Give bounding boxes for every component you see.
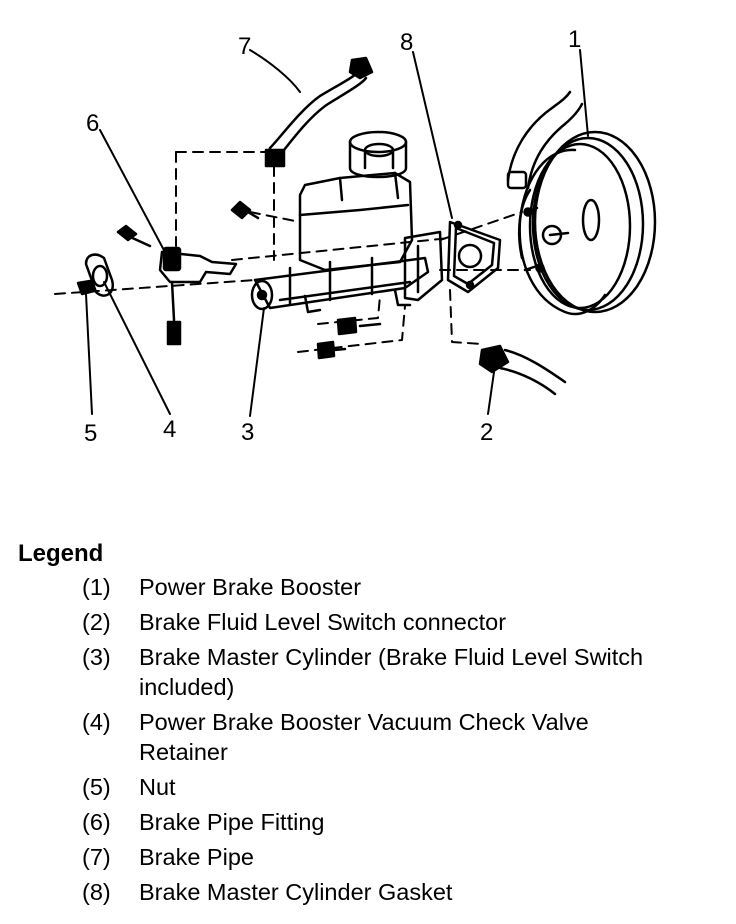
legend-text: Brake Master Cylinder (Brake Fluid Level… (139, 644, 644, 700)
legend-item: (1) Power Brake Booster (18, 572, 728, 602)
legend-item: (6) Brake Pipe Fitting (18, 807, 728, 837)
legend: Legend (1) Power Brake Booster (2) Brake… (18, 540, 728, 912)
check-valve-retainer (84, 253, 115, 297)
legend-item: (3) Brake Master Cylinder (Brake Fluid L… (18, 642, 728, 702)
legend-item: (8) Brake Master Cylinder Gasket (18, 877, 728, 907)
legend-text: Brake Pipe Fitting (139, 809, 325, 835)
legend-number: (8) (82, 879, 111, 905)
legend-text: Brake Fluid Level Switch connector (139, 609, 507, 635)
legend-item: (2) Brake Fluid Level Switch connector (18, 607, 728, 637)
legend-text: Power Brake Booster Vacuum Check Valve R… (139, 709, 589, 765)
callout-2: 2 (480, 419, 493, 446)
brake-pipe (264, 56, 374, 168)
legend-item: (7) Brake Pipe (18, 842, 728, 872)
legend-number: (6) (82, 809, 111, 835)
callout-4: 4 (163, 416, 176, 443)
legend-title: Legend (18, 540, 104, 567)
callout-3: 3 (241, 419, 254, 446)
callout-7: 7 (238, 33, 251, 60)
leader-lines (85, 49, 589, 417)
mounting-nuts (316, 316, 382, 360)
callout-6: 6 (86, 110, 99, 137)
callout-1: 1 (568, 26, 581, 53)
legend-item: (5) Nut (18, 772, 728, 802)
legend-item: (4) Power Brake Booster Vacuum Check Val… (18, 707, 728, 767)
legend-text: Nut (139, 774, 176, 800)
legend-text: Brake Pipe (139, 844, 254, 870)
master-cylinder-gasket (446, 220, 502, 294)
exploded-diagram: 1 2 3 4 5 6 7 8 (54, 26, 657, 447)
legend-number: (5) (82, 774, 111, 800)
fluid-level-switch-connector (478, 344, 567, 396)
legend-number: (4) (82, 709, 111, 735)
assembly-centerlines (54, 151, 531, 353)
power-brake-booster (506, 90, 657, 316)
legend-text: Power Brake Booster (139, 574, 362, 600)
legend-number: (3) (82, 644, 111, 670)
legend-list: (1) Power Brake Booster (2) Brake Fluid … (18, 572, 728, 907)
legend-number: (2) (82, 609, 111, 635)
callout-5: 5 (84, 420, 97, 447)
legend-number: (1) (82, 574, 111, 600)
callout-8: 8 (400, 29, 413, 56)
brake-master-cylinder (250, 130, 444, 314)
legend-text: Brake Master Cylinder Gasket (139, 879, 453, 905)
legend-number: (7) (82, 844, 111, 870)
brake-pipe-fitting (116, 200, 260, 346)
